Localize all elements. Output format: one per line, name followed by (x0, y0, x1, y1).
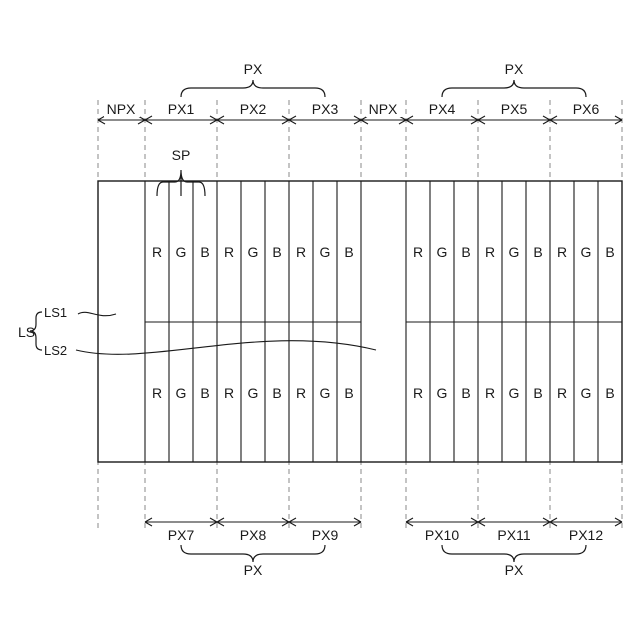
panel-grid (98, 181, 622, 462)
subpixel-r: R (413, 244, 423, 260)
ls2-leader-line (76, 341, 376, 355)
subpixel-g: G (176, 244, 187, 260)
px3-label: PX3 (312, 101, 339, 117)
subpixel-g: G (248, 244, 259, 260)
line-group-brace (30, 312, 42, 350)
subpixel-g: G (320, 244, 331, 260)
subpixel-r: R (485, 244, 495, 260)
px11-label: PX11 (497, 527, 530, 543)
subpixel-r: R (485, 385, 495, 401)
subpixel-r: R (557, 244, 567, 260)
bottom-group-label-right: PX (505, 562, 524, 578)
bottom-group-label-left: PX (244, 562, 263, 578)
top-group-brace-left (181, 80, 325, 97)
px7-label: PX7 (168, 527, 195, 543)
subpixel-g: G (248, 385, 259, 401)
bottom-group-brace-right (442, 545, 586, 562)
subpixel-labels-top-row: R G B R G B R G B R G B R G B R G B (152, 244, 615, 260)
subpixel-g: G (509, 385, 520, 401)
subpixel-g: G (320, 385, 331, 401)
top-dimension-labels: NPX PX1 PX2 PX3 NPX PX4 PX5 PX6 (104, 101, 604, 117)
subpixel-r: R (296, 244, 306, 260)
subpixel-b: B (605, 385, 614, 401)
line-label-2: LS2 (44, 343, 67, 358)
subpixel-b: B (200, 385, 209, 401)
npx-label-right: NPX (369, 101, 398, 117)
subpixel-r: R (413, 385, 423, 401)
npx-label-left: NPX (107, 101, 136, 117)
subpixel-b: B (200, 244, 209, 260)
px10-label: PX10 (425, 527, 459, 543)
subpixel-g: G (437, 385, 448, 401)
subpixel-r: R (296, 385, 306, 401)
line-label-1: LS1 (44, 305, 67, 320)
px8-label: PX8 (240, 527, 267, 543)
px6-label: PX6 (573, 101, 600, 117)
ls1-leader-line (78, 312, 116, 315)
subpixel-b: B (461, 244, 470, 260)
subpixel-g: G (581, 244, 592, 260)
top-group-label-left: PX (244, 61, 263, 77)
subpixel-g: G (437, 244, 448, 260)
subpixel-b: B (272, 385, 281, 401)
subpixel-r: R (152, 385, 162, 401)
px12-label: PX12 (569, 527, 603, 543)
px9-label: PX9 (312, 527, 339, 543)
subpixel-g: G (509, 244, 520, 260)
bottom-dimension-labels: PX7 PX8 PX9 PX10 PX11 PX12 (168, 527, 604, 543)
subpixel-b: B (461, 385, 470, 401)
px5-label: PX5 (501, 101, 528, 117)
subpixel-b: B (533, 244, 542, 260)
extension-lines (98, 100, 622, 530)
subpixel-b: B (533, 385, 542, 401)
subpixel-b: B (605, 244, 614, 260)
px2-label: PX2 (240, 101, 267, 117)
subpixel-brace (157, 170, 205, 196)
subpixel-r: R (557, 385, 567, 401)
subpixel-labels-bottom-row: R G B R G B R G B R G B R G B R G B (152, 385, 615, 401)
subpixel-r: R (224, 385, 234, 401)
subpixel-label: SP (172, 147, 191, 163)
subpixel-b: B (344, 244, 353, 260)
top-group-label-right: PX (505, 61, 524, 77)
px4-label: PX4 (429, 101, 456, 117)
subpixel-b: B (344, 385, 353, 401)
subpixel-g: G (176, 385, 187, 401)
top-dimension-arrows (98, 116, 622, 124)
subpixel-r: R (152, 244, 162, 260)
subpixel-b: B (272, 244, 281, 260)
top-group-brace-right (442, 80, 586, 97)
subpixel-r: R (224, 244, 234, 260)
px1-label: PX1 (168, 101, 195, 117)
subpixel-g: G (581, 385, 592, 401)
bottom-group-brace-left (181, 545, 325, 562)
